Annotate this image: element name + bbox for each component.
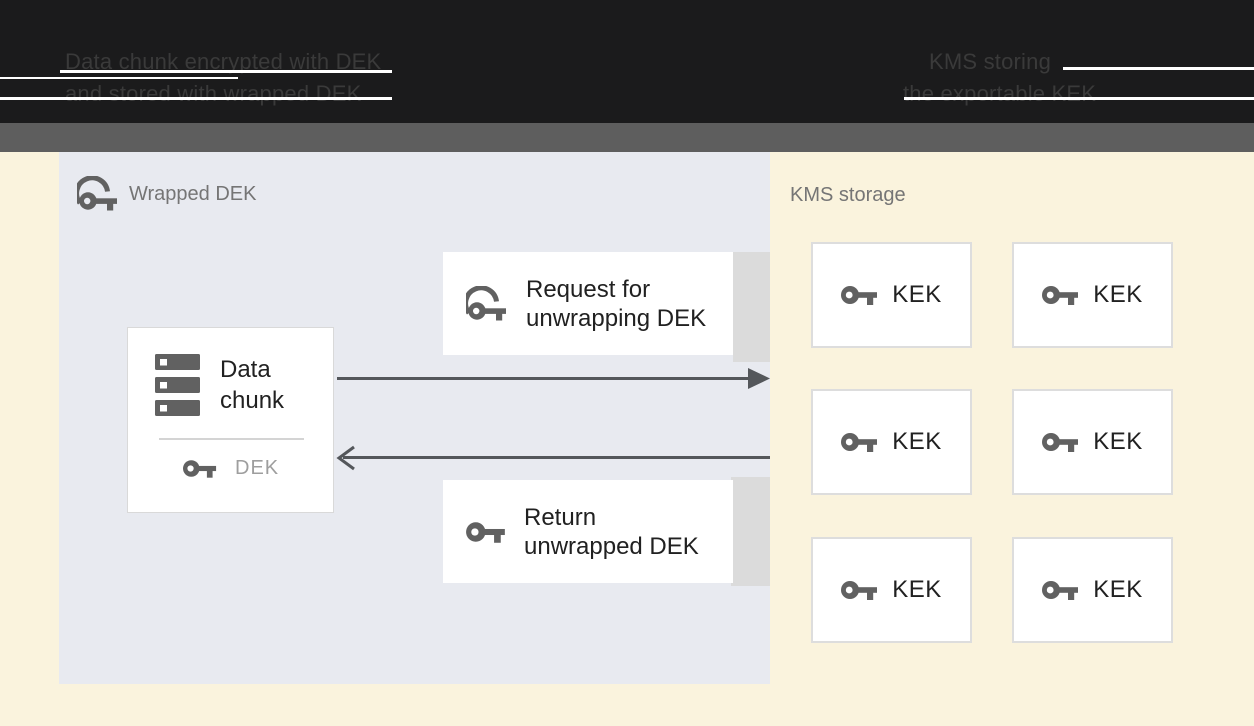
key-icon [1042, 577, 1079, 603]
wrapped-dek-header: Wrapped DEK [77, 176, 256, 212]
caption-right-line1: KMS storing [929, 49, 1052, 74]
kek-card: KEK [1012, 389, 1173, 495]
dek-row: DEK [183, 456, 279, 481]
key-icon [466, 518, 506, 546]
kek-label: KEK [892, 281, 942, 308]
wrapped-dek-panel: Wrapped DEK [59, 152, 770, 684]
key-icon [1042, 282, 1079, 308]
wrapped-dek-label: Wrapped DEK [129, 182, 257, 205]
key-icon [841, 429, 878, 455]
kek-label: KEK [1093, 576, 1143, 603]
inversion-artifact-line [904, 97, 1254, 100]
request-arrowhead-icon [748, 368, 770, 389]
kek-label: KEK [892, 576, 942, 603]
request-unwrap-label: Request for unwrapping DEK [526, 275, 707, 332]
kek-label: KEK [1093, 428, 1143, 455]
kms-storage-label: KMS storage [790, 184, 906, 206]
request-box-tab [733, 252, 770, 362]
request-unwrap-card: Request for unwrapping DEK [443, 252, 733, 355]
kek-card: KEK [811, 242, 972, 348]
kek-card: KEK [1012, 537, 1173, 643]
dek-label: DEK [235, 457, 280, 479]
caption-right-line2: the exportable KEK [903, 81, 1097, 106]
inversion-artifact-line [0, 97, 392, 100]
data-chunk-card: Data chunk DEK [127, 327, 334, 513]
key-icon [841, 282, 878, 308]
kek-label: KEK [1093, 281, 1143, 308]
data-chunk-label: Data chunk [220, 356, 285, 414]
diagram-canvas: Wrapped DEK [0, 152, 1254, 726]
key-icon [841, 577, 878, 603]
return-box-tab [731, 477, 770, 586]
wrapped-key-icon [466, 285, 508, 322]
key-icon [183, 456, 217, 481]
caption-left-line1: Data chunk encrypted with DEK [65, 49, 382, 74]
inversion-artifact-line [60, 70, 392, 73]
inversion-artifact-line [1063, 67, 1254, 70]
data-chunk-stack-icon [155, 354, 200, 418]
return-arrowhead-icon [336, 445, 355, 471]
return-unwrap-card: Return unwrapped DEK [443, 480, 733, 583]
divider [159, 438, 304, 440]
request-arrow-line [337, 377, 752, 380]
kek-card: KEK [1012, 242, 1173, 348]
gray-separator-band [0, 123, 1254, 152]
kek-card: KEK [811, 537, 972, 643]
kek-label: KEK [892, 428, 942, 455]
kek-card: KEK [811, 389, 972, 495]
inversion-artifact-line [0, 77, 238, 79]
key-icon [1042, 429, 1079, 455]
return-arrow-line [343, 456, 770, 459]
wrapped-key-icon [77, 176, 119, 212]
header-band: Data chunk encrypted with DEK and stored… [0, 0, 1254, 123]
return-unwrap-label: Return unwrapped DEK [524, 503, 699, 560]
caption-left-line2: and stored with wrapped DEK [65, 81, 362, 106]
